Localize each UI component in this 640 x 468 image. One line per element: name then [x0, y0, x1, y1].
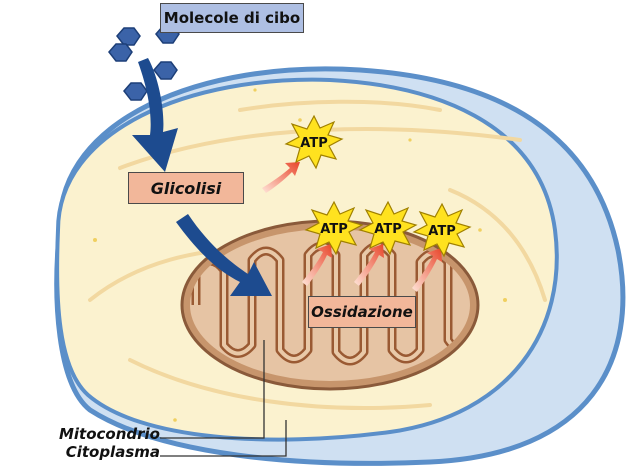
- food-molecules-label: Molecole di cibo: [160, 3, 304, 33]
- atp-label: ATP: [320, 222, 347, 237]
- mitochondrion-caption: Mitocondrio: [58, 425, 160, 443]
- cytoplasm-leader: [160, 420, 287, 457]
- leader-lines: [160, 340, 287, 457]
- atp-label: ATP: [300, 136, 327, 151]
- atp-release-arrows: [262, 162, 442, 292]
- atp-star-top: ATP: [284, 114, 344, 170]
- hexagon-molecule: [108, 43, 133, 62]
- atp-label: ATP: [374, 222, 401, 237]
- red-arrow: [412, 248, 442, 292]
- hexagon-molecule: [123, 82, 148, 101]
- arrow-glycolysis-to-mitochondrion: [176, 214, 272, 296]
- atp-star-2: ATP: [358, 200, 418, 256]
- red-arrow: [262, 162, 300, 193]
- food-molecules: [108, 25, 180, 101]
- arrow-food-to-glycolysis: [132, 58, 178, 172]
- hexagon-molecule: [116, 27, 141, 46]
- atp-star-3: ATP: [412, 202, 472, 258]
- mitochondrion-leader: [160, 340, 265, 439]
- red-arrow: [354, 244, 384, 286]
- cytoplasm-caption: Citoplasma: [65, 443, 160, 461]
- atp-star-1: ATP: [304, 200, 364, 256]
- oxidation-label: Ossidazione: [308, 296, 416, 328]
- red-arrow: [302, 244, 332, 286]
- atp-label: ATP: [428, 224, 455, 239]
- cytoplasm-granules: [93, 88, 507, 422]
- glycolysis-label: Glicolisi: [128, 172, 244, 204]
- hexagon-molecule: [153, 61, 178, 80]
